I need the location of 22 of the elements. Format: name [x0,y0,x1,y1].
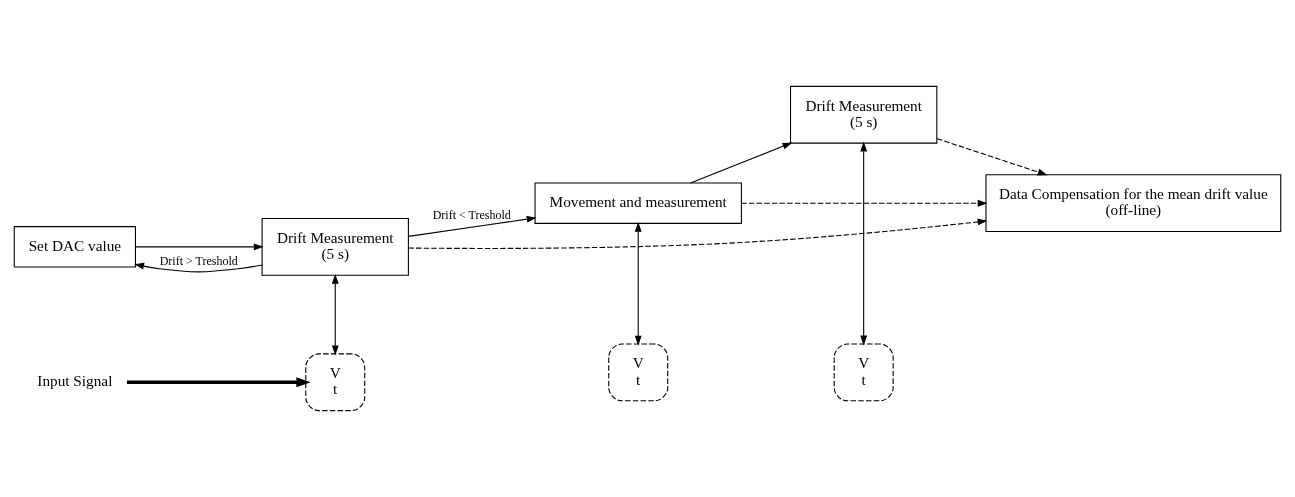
node-text: Input Signal [37,372,113,390]
arrow [860,141,868,346]
arrow [936,138,1048,176]
arrow [126,377,311,388]
arrow [331,274,339,356]
arrow [407,218,988,249]
edge-label: Drift < Treshold [432,208,511,223]
arrow [634,221,642,346]
node-box: Drift Measurement (5 s) [261,217,409,276]
node-box: Set DAC value [13,226,136,268]
edge-label: Drift > Treshold [159,254,238,269]
arrow [690,142,793,184]
node-box: Drift Measurement (5 s) [790,85,938,144]
node-box: Movement and measurement [534,182,742,224]
arrow [740,199,988,207]
node-box: Data Compensation for the mean drift value (off-line) [985,174,1282,233]
arrow [134,243,264,251]
arrow [408,215,537,237]
node-box: V t [833,343,894,402]
node-box: V t [305,353,366,412]
node-box: V t [608,343,669,402]
arrow [134,262,263,273]
